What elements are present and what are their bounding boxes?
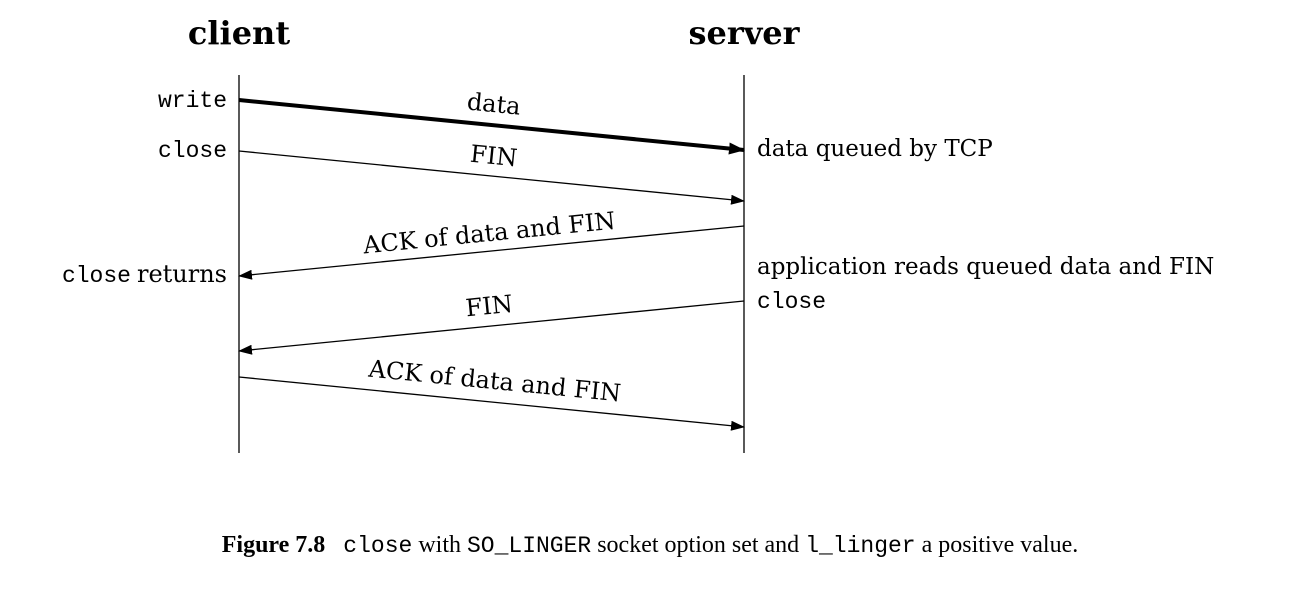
message-arrow-ack-1 bbox=[238, 225, 745, 280]
server-data-queued-label: data queued by TCP bbox=[757, 136, 993, 162]
figure-label: Figure 7.8 bbox=[221, 532, 326, 558]
close-returns-text: returns bbox=[137, 260, 227, 288]
message-arrow-ack-2 bbox=[238, 376, 745, 431]
message-label-fin-2: FIN bbox=[464, 290, 514, 323]
message-label-data: data bbox=[466, 87, 522, 120]
caption-text-socket-option: socket option set and bbox=[597, 532, 800, 558]
caption-code-close: close bbox=[343, 533, 413, 559]
message-arrow-fin-2 bbox=[238, 300, 745, 355]
caption-code-so-linger: SO_LINGER bbox=[466, 533, 592, 559]
message-arrow-fin-1 bbox=[238, 150, 745, 205]
close-returns-code: close bbox=[62, 263, 131, 289]
client-header: client bbox=[188, 14, 290, 52]
server-app-reads-label: application reads queued data and FIN bbox=[757, 254, 1214, 280]
figure-caption: Figure 7.8 close with SO_LINGER socket o… bbox=[0, 532, 1300, 559]
server-header: server bbox=[688, 14, 800, 52]
message-arrow-data bbox=[238, 98, 745, 155]
message-label-ack-2: ACK of data and FIN bbox=[366, 355, 622, 408]
message-label-fin-1: FIN bbox=[469, 140, 519, 173]
client-write-label: write bbox=[158, 88, 227, 114]
caption-text-with: with bbox=[418, 532, 461, 558]
client-close-label: close bbox=[158, 138, 227, 164]
server-close-label: close bbox=[757, 289, 826, 315]
caption-text-positive: a positive value. bbox=[921, 532, 1079, 558]
caption-code-l-linger: l_linger bbox=[805, 533, 916, 559]
